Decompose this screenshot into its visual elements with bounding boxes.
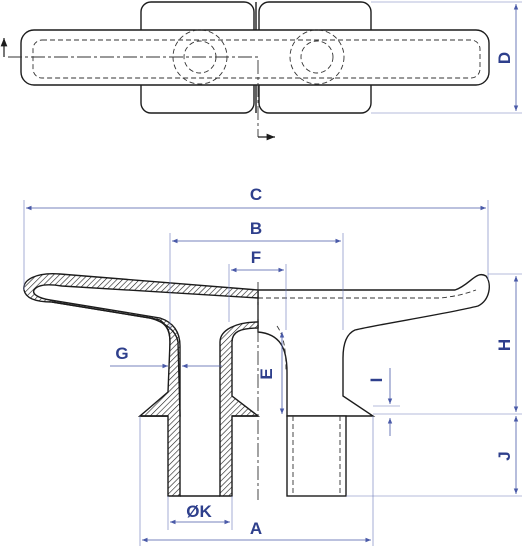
dimension-g: G <box>110 344 222 369</box>
pillar-inner-section <box>219 321 261 497</box>
shank-right <box>286 415 347 497</box>
label-e: E <box>257 368 276 379</box>
dimension-i: I <box>367 368 400 436</box>
label-b: B <box>250 219 262 238</box>
dimension-a: A <box>139 416 374 546</box>
boss-right-inner <box>300 40 334 74</box>
label-d: D <box>495 52 514 64</box>
dimension-d: D <box>371 1 522 114</box>
section-right-outline <box>257 273 490 417</box>
label-i: I <box>367 378 386 383</box>
pillar-left-section <box>51 301 181 497</box>
dimension-e: E <box>257 332 285 414</box>
label-h: H <box>495 339 514 351</box>
label-g: G <box>115 344 128 363</box>
dimension-h: H <box>373 273 522 415</box>
section-line <box>8 56 259 137</box>
dimension-k: ØK <box>167 496 233 530</box>
dimension-c: C <box>23 185 489 290</box>
label-j: J <box>495 451 514 460</box>
horn-bar <box>20 29 490 86</box>
dimension-b: B <box>169 219 344 330</box>
label-k: ØK <box>186 502 212 521</box>
dimension-f: F <box>228 248 287 330</box>
label-a: A <box>250 519 262 538</box>
label-c: C <box>250 185 262 204</box>
side-view <box>23 273 490 500</box>
horn-inner-hidden <box>32 39 481 79</box>
boss-right-outer <box>289 29 345 85</box>
label-f: F <box>251 248 261 267</box>
dimension-j: J <box>346 416 522 497</box>
top-view <box>0 1 490 141</box>
